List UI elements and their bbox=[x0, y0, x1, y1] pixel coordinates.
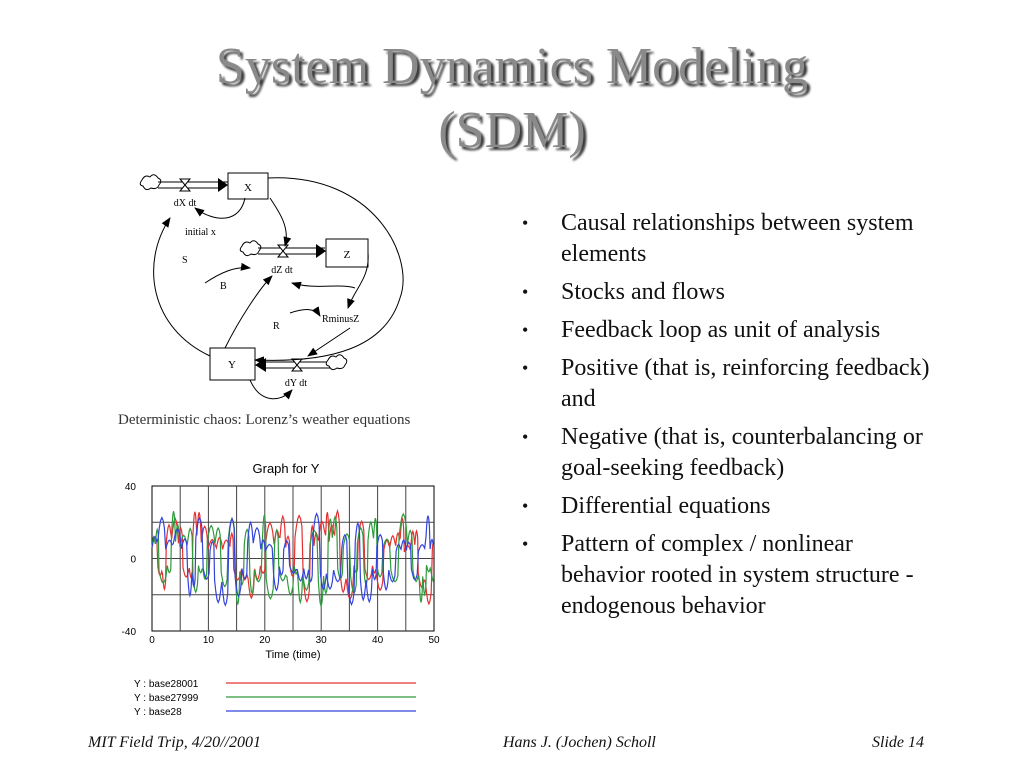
valve-icon bbox=[290, 358, 304, 372]
slide-title-line1: System Dynamics Modeling bbox=[215, 38, 809, 95]
bullet-item: Positive (that is, reinforcing feedback)… bbox=[520, 353, 940, 415]
graph-for-y: Graph for Y 40 0 -40 0 10 20 30 40 50 Time (tim… bbox=[122, 461, 440, 718]
flow-dx-label: dX dt bbox=[174, 198, 197, 209]
diagram-caption: Deterministic chaos: Lorenz’s weather eq… bbox=[118, 412, 411, 428]
flow-dy-label: dY dt bbox=[285, 378, 307, 389]
chart-title: Graph for Y bbox=[253, 461, 320, 476]
y-tick-label: 0 bbox=[130, 555, 136, 566]
grid-lines bbox=[152, 486, 434, 631]
y-tick-label: -40 bbox=[122, 627, 137, 638]
r-label: R bbox=[273, 321, 280, 332]
x-tick-label: 40 bbox=[372, 635, 384, 646]
legend: Y : base28001 Y : base27999 Y : base28 bbox=[134, 679, 416, 718]
valve-icon bbox=[178, 178, 192, 192]
x-tick-label: 0 bbox=[149, 635, 155, 646]
cloud-icon bbox=[139, 174, 162, 191]
s-label: S bbox=[182, 255, 188, 266]
series-line bbox=[151, 512, 435, 607]
cloud-icon bbox=[325, 354, 348, 371]
bullet-item: Causal relationships between system elem… bbox=[520, 208, 940, 270]
x-tick-label: 50 bbox=[428, 635, 440, 646]
legend-label: Y : base28001 bbox=[134, 679, 199, 690]
series-lines bbox=[151, 508, 435, 609]
stock-z-label: Z bbox=[344, 249, 351, 261]
rminusz-label: RminusZ bbox=[322, 314, 359, 325]
bullet-item: Negative (that is, counterbalancing or g… bbox=[520, 422, 940, 484]
stock-y bbox=[209, 347, 256, 381]
bullet-item: Feedback loop as unit of analysis bbox=[520, 315, 940, 346]
stock-x bbox=[227, 172, 269, 200]
footer-event: MIT Field Trip, 4/20//2001 bbox=[88, 734, 262, 751]
x-axis-label: Time (time) bbox=[265, 649, 320, 661]
y-tick-labels: 40 0 -40 bbox=[122, 482, 137, 638]
legend-label: Y : base28 bbox=[134, 707, 182, 718]
bullet-item: Pattern of complex / nonlinear behavior … bbox=[520, 529, 940, 622]
stock-flow-diagram: X dX dt initial x S Z dZ dt B Y dY dt Rm… bbox=[139, 172, 404, 400]
x-tick-label: 30 bbox=[316, 635, 328, 646]
bullet-list: Causal relationships between system elem… bbox=[520, 208, 940, 629]
footer-author: Hans J. (Jochen) Scholl bbox=[503, 734, 656, 751]
legend-label: Y : base27999 bbox=[134, 693, 199, 704]
y-tick-label: 40 bbox=[125, 482, 137, 493]
valve-icon bbox=[276, 244, 290, 258]
x-tick-label: 20 bbox=[259, 635, 271, 646]
footer-slide-number: Slide 14 bbox=[872, 734, 924, 751]
x-tick-labels: 0 10 20 30 40 50 bbox=[149, 635, 440, 646]
cloud-icon bbox=[239, 240, 262, 257]
bullet-item: Differential equations bbox=[520, 491, 940, 522]
stock-x-label: X bbox=[244, 182, 252, 194]
flow-dz-label: dZ dt bbox=[271, 265, 293, 276]
stock-z bbox=[325, 238, 369, 268]
stock-y-label: Y bbox=[228, 359, 236, 371]
x-tick-label: 10 bbox=[203, 635, 215, 646]
b-label: B bbox=[220, 281, 227, 292]
bullet-item: Stocks and flows bbox=[520, 277, 940, 308]
initial-x-label: initial x bbox=[185, 227, 216, 238]
slide-title-line2: (SDM) bbox=[438, 102, 586, 159]
